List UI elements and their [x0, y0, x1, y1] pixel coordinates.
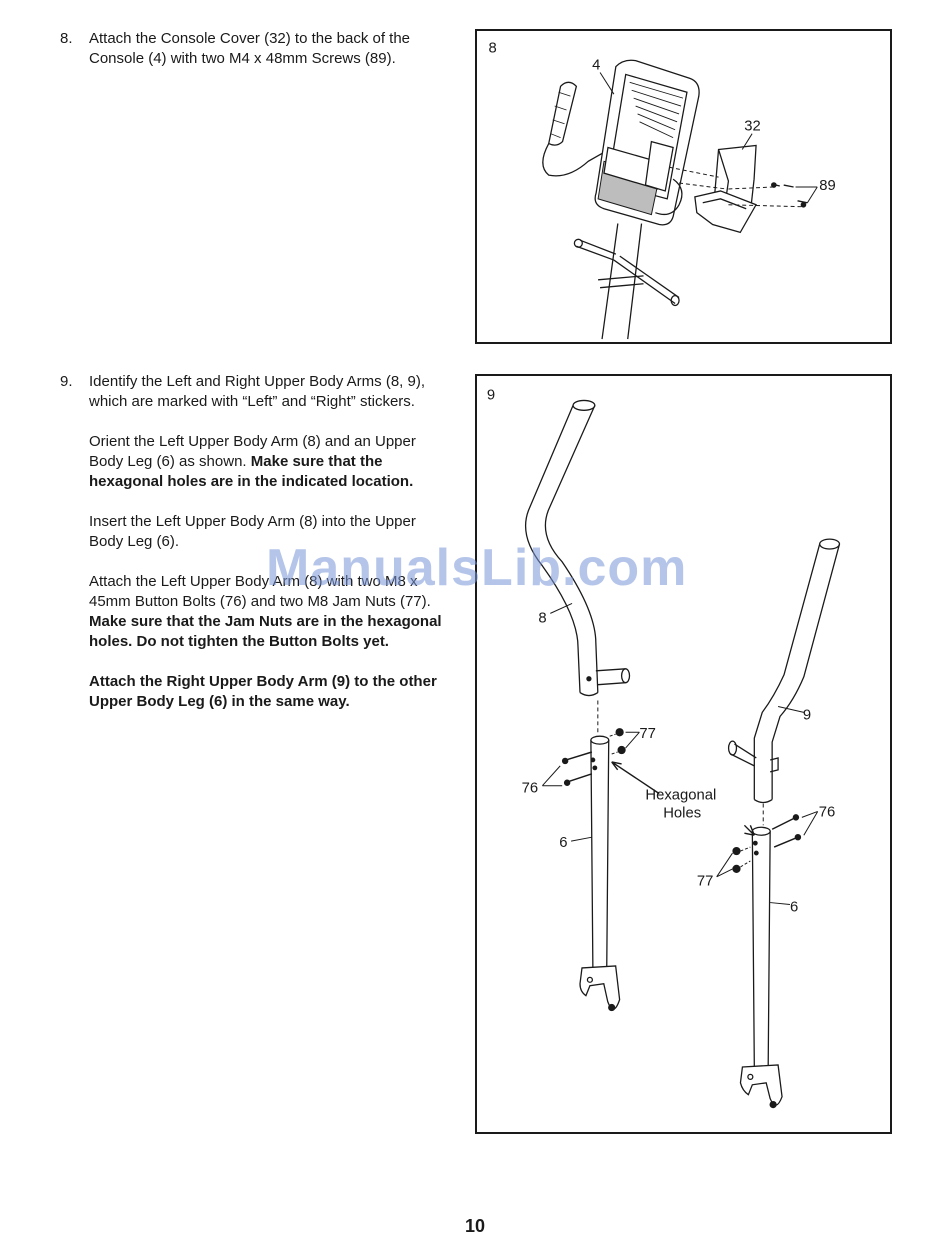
left-jam-nuts [609, 728, 640, 755]
label-leader [570, 836, 592, 842]
right-button-bolts [771, 810, 819, 848]
part-label-bolts-left: 76 [522, 781, 539, 797]
step-number: 8. [60, 30, 73, 47]
part-label-console: 4 [592, 58, 600, 74]
hexagonal-holes-arrow [611, 761, 660, 795]
part-label-console-cover: 32 [744, 119, 760, 135]
paragraph-text: Orient the Left Upper Body Arm (8) and a… [89, 433, 416, 470]
console-cover [694, 144, 757, 234]
label-leader [795, 186, 818, 204]
step-paragraph-5: Attach the Right Upper Body Arm (9) to t… [89, 672, 450, 712]
paragraph-warning: Make sure that the Jam Nuts are in the h… [89, 613, 442, 650]
upright-post [601, 223, 643, 340]
handlebar-cap [573, 238, 583, 248]
label-leader [770, 902, 791, 906]
figure-step-label: 9 [487, 387, 495, 403]
page-number: 10 [464, 1216, 486, 1236]
part-label-leg-left: 6 [559, 835, 567, 851]
label-leader [599, 72, 615, 95]
label-leader [777, 705, 804, 713]
part-label-left-arm: 8 [538, 610, 546, 626]
part-label-screws: 89 [819, 178, 835, 194]
part-label-jam-nuts-right: 77 [697, 874, 714, 890]
part-label-bolts-right: 76 [819, 804, 836, 820]
hexagonal-holes-label-line-2: Holes [663, 805, 701, 821]
handlebar-cap [670, 294, 680, 307]
upper-body-arm-assembly-illustration: 9 [487, 387, 841, 1109]
label-leader [550, 603, 573, 614]
console [542, 59, 700, 226]
left-upper-body-arm [525, 399, 631, 697]
step-number: 9. [60, 373, 73, 390]
right-jam-nuts [716, 846, 751, 878]
paragraph-warning: Attach the Right Upper Body Arm (9) to t… [89, 673, 437, 710]
label-leader [741, 133, 753, 150]
hexagonal-holes-label-line-1: Hexagonal [645, 788, 716, 804]
step-paragraph-3: Insert the Left Upper Body Arm (8) into … [89, 513, 416, 550]
console-assembly-illustration: 8 [489, 41, 836, 340]
step-text: Attach the Console Cover (32) to the bac… [89, 30, 411, 67]
step-paragraph-4: Attach the Left Upper Body Arm (8) with … [89, 572, 450, 652]
figure-step-9: 9 [475, 374, 892, 1134]
left-button-bolts [541, 751, 593, 787]
paragraph-text: Attach the Left Upper Body Arm (8) with … [89, 573, 431, 610]
part-label-jam-nuts-left: 77 [639, 726, 656, 742]
step-8-instructions: 8. Attach the Console Cover (32) to the … [60, 29, 450, 69]
left-upper-body-leg [579, 735, 621, 1012]
handlebar-rod-right [613, 255, 680, 305]
right-upper-body-leg [739, 826, 783, 1109]
figure-step-label: 8 [489, 41, 497, 57]
step-paragraph-1: Identify the Left and Right Upper Body A… [89, 373, 426, 410]
handlebar-rod [576, 239, 617, 261]
part-label-leg-right: 6 [790, 899, 798, 915]
right-upper-body-arm [727, 538, 841, 804]
paragraph-warning: Make sure that the hexagonal holes are i… [89, 453, 414, 490]
watermark: ManualsLib.com [266, 539, 688, 597]
figure-step-8: 8 [475, 29, 892, 344]
handlebar-bracket [598, 275, 644, 289]
screws [771, 182, 808, 208]
step-paragraph-2: Orient the Left Upper Body Arm (8) and a… [89, 432, 450, 492]
alignment-lines [669, 166, 804, 208]
part-label-right-arm: 9 [803, 707, 811, 723]
step-9-instructions: 9. Identify the Left and Right Upper Bod… [60, 372, 450, 712]
